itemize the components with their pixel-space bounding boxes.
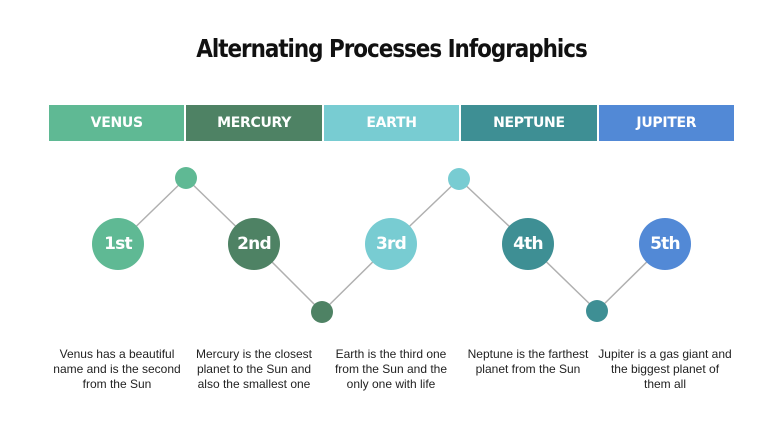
earth-connector-dot	[448, 168, 470, 190]
header-mercury: MERCURY	[186, 105, 324, 141]
step-2-label: 2nd	[237, 234, 271, 254]
mercury-connector-dot	[311, 301, 333, 323]
step-3-label: 3rd	[376, 234, 407, 254]
venus-description: Venus has a beautiful name and is the se…	[53, 347, 181, 391]
step-5-circle: 5th	[639, 218, 691, 270]
header-earth: EARTH	[323, 105, 462, 141]
jupiter-description: Jupiter is a gas giant and the biggest p…	[598, 347, 732, 391]
step-4-label: 4th	[513, 234, 543, 254]
neptune-description: Neptune is the farthest planet from the …	[467, 347, 589, 376]
planet-header-bar: VENUS MERCURY EARTH NEPTUNE JUPITER	[49, 105, 735, 141]
neptune-connector-dot	[586, 300, 608, 322]
header-jupiter: JUPITER	[598, 105, 735, 141]
step-3-circle: 3rd	[365, 218, 417, 270]
step-1-circle: 1st	[92, 218, 144, 270]
header-neptune: NEPTUNE	[461, 105, 599, 141]
page-title: Alternating Processes Infographics	[196, 34, 588, 63]
earth-description: Earth is the third one from the Sun and …	[334, 347, 448, 391]
step-4-circle: 4th	[502, 218, 554, 270]
venus-connector-dot	[175, 167, 197, 189]
step-2-circle: 2nd	[228, 218, 280, 270]
step-5-label: 5th	[650, 234, 680, 254]
header-venus: VENUS	[49, 105, 187, 141]
step-1-label: 1st	[104, 234, 132, 254]
mercury-description: Mercury is the closest planet to the Sun…	[195, 347, 313, 391]
